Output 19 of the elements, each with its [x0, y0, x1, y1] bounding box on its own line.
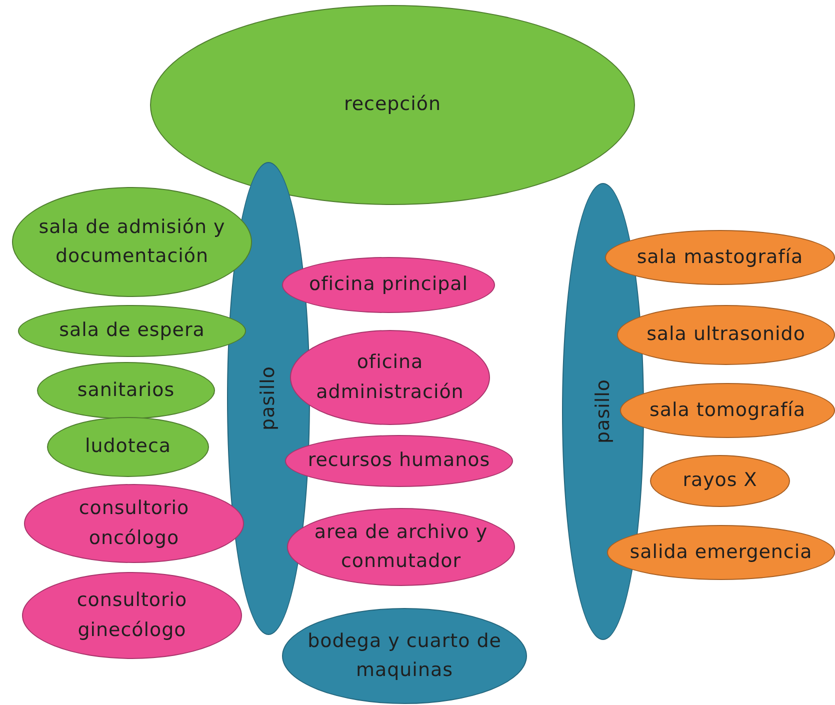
room-label: oficina administración [315, 350, 465, 404]
room-label: sala ultrasonido [646, 322, 806, 348]
room-label: consultorio oncólogo [78, 496, 190, 550]
room-label: salida emergencia [630, 540, 812, 565]
room-label: pasillo [590, 379, 615, 444]
room-label: bodega y cuarto de maquinas [306, 628, 502, 683]
room-label: sanitarios [77, 378, 175, 403]
room-label: recursos humanos [308, 448, 490, 474]
room-label: ludoteca [84, 434, 172, 460]
room-label: recepción [344, 92, 441, 118]
room-label: consultorio ginecólogo [76, 588, 188, 642]
room-label: sala tomografía [650, 398, 806, 423]
room-label: area de archivo y conmutador [313, 520, 489, 574]
room-label: sala mastografía [636, 244, 804, 270]
room-label: pasillo [256, 366, 280, 431]
room-label: sala de admisión y documentación [38, 214, 226, 269]
room-label: sala de espera [59, 318, 205, 344]
room-label: oficina principal [308, 272, 468, 298]
room-label: rayos X [682, 468, 758, 494]
